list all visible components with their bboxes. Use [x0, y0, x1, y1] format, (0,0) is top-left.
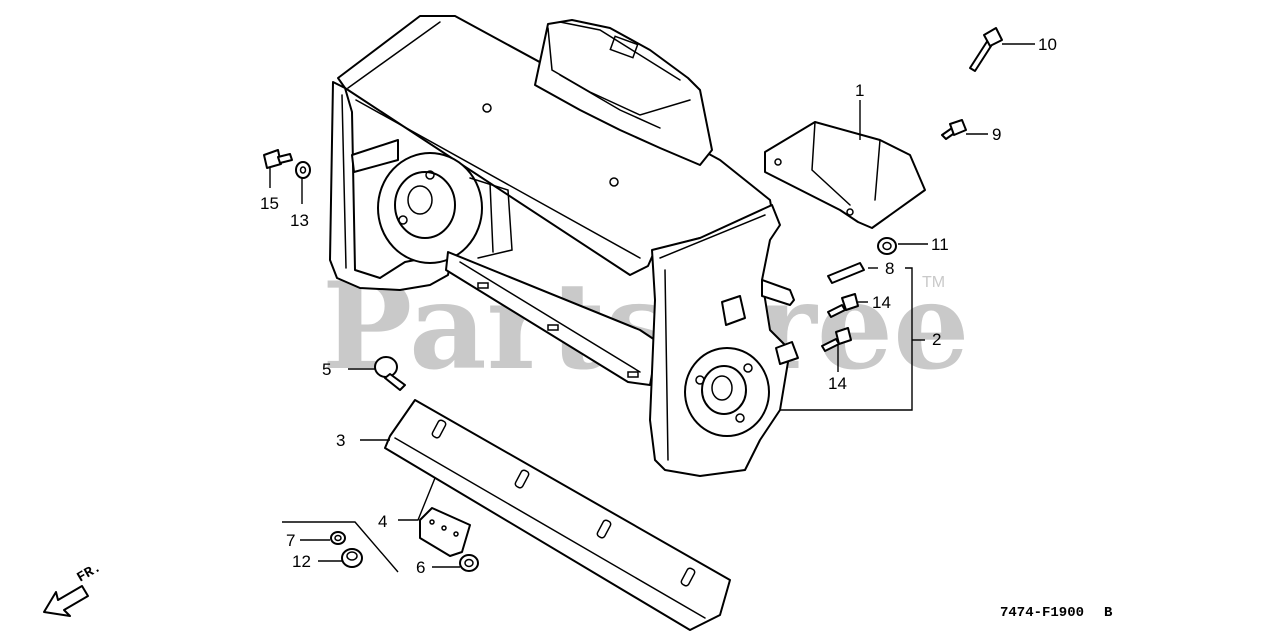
carriage-bolt: [374, 356, 406, 391]
callout-15: 15: [260, 194, 279, 213]
callout-8: 8: [885, 259, 894, 278]
nut-7: [330, 531, 346, 545]
leader-lines: [269, 43, 1035, 573]
callout-10: 10: [1038, 35, 1057, 54]
shroud-cover: [764, 121, 926, 229]
diagram-code: 7474-F1900: [1000, 605, 1084, 621]
callout-12: 12: [292, 552, 311, 571]
callout-9: 9: [992, 125, 1001, 144]
flange-bolt-10: [969, 27, 1003, 72]
callout-13: 13: [290, 211, 309, 230]
front-direction-arrow: FR.: [43, 560, 105, 617]
callout-11: 11: [931, 235, 949, 254]
stud-bolt: [827, 262, 865, 284]
diagram-reference: 7474-F1900 B: [1000, 605, 1113, 621]
scraper-blade: [384, 399, 731, 631]
bolt-15: [263, 149, 293, 169]
direction-label: FR.: [75, 560, 105, 586]
auger-housing: [329, 15, 799, 477]
callout-labels: 1 2 3 4 5 6 7 8 9 10 11 12 13 14 14 15: [260, 35, 1057, 577]
flange-bolt-14-upper: [827, 293, 859, 318]
callout-5: 5: [322, 360, 331, 379]
callout-3: 3: [336, 431, 345, 450]
washer-13: [295, 161, 311, 179]
flange-bolt-14-lower: [821, 327, 852, 352]
callout-14-lower: 14: [828, 374, 847, 393]
flange-bolt-9: [941, 119, 967, 140]
callout-4: 4: [378, 512, 387, 531]
spacer-plate: [419, 507, 471, 557]
collar-12: [341, 548, 363, 568]
flange-nut-11: [877, 237, 897, 255]
flange-nut-6: [459, 554, 479, 572]
callout-7: 7: [286, 531, 295, 550]
watermark-trademark: TM: [922, 274, 945, 291]
callout-2: 2: [932, 330, 941, 349]
callout-6: 6: [416, 558, 425, 577]
diagram-revision: B: [1104, 605, 1113, 621]
callout-14-upper: 14: [872, 293, 891, 312]
callout-1: 1: [855, 81, 864, 100]
